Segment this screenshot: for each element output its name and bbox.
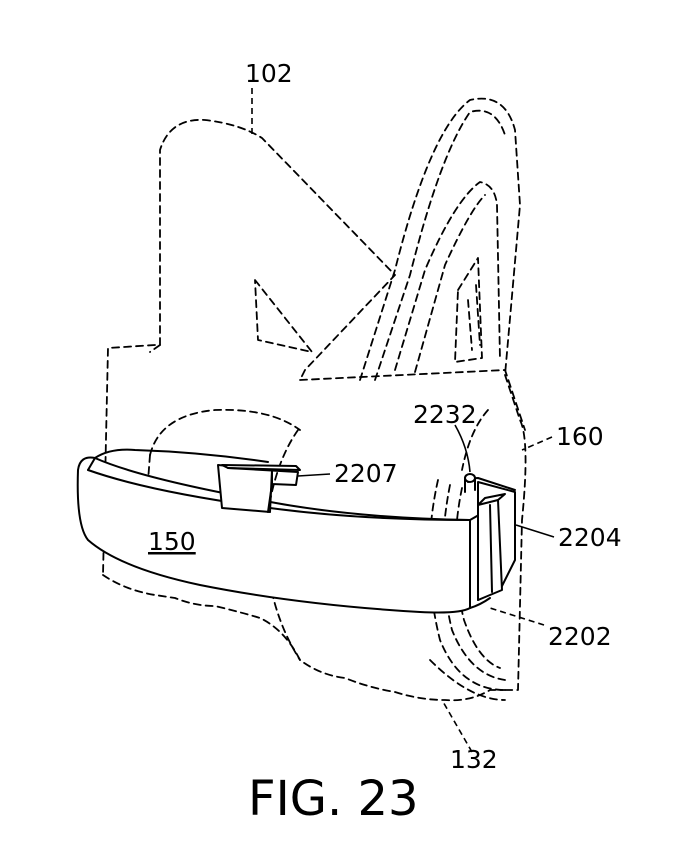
leader-lines <box>251 88 555 753</box>
slot-loop <box>217 464 301 513</box>
label-face-cushion: 132 <box>450 745 498 774</box>
label-headband: 150 <box>148 527 196 556</box>
label-clip: 2202 <box>548 622 612 651</box>
label-buckle: 2204 <box>558 523 622 552</box>
buckle-assembly <box>464 473 516 601</box>
label-mask-frame: 102 <box>245 59 293 88</box>
label-pin: 2232 <box>413 400 477 429</box>
label-side-mount: 160 <box>556 422 604 451</box>
figure-caption: FIG. 23 <box>248 771 419 827</box>
headband <box>76 448 516 614</box>
pin-head <box>464 473 476 483</box>
mask-frame-outline <box>102 97 527 691</box>
label-slot-loop: 2207 <box>334 459 398 488</box>
